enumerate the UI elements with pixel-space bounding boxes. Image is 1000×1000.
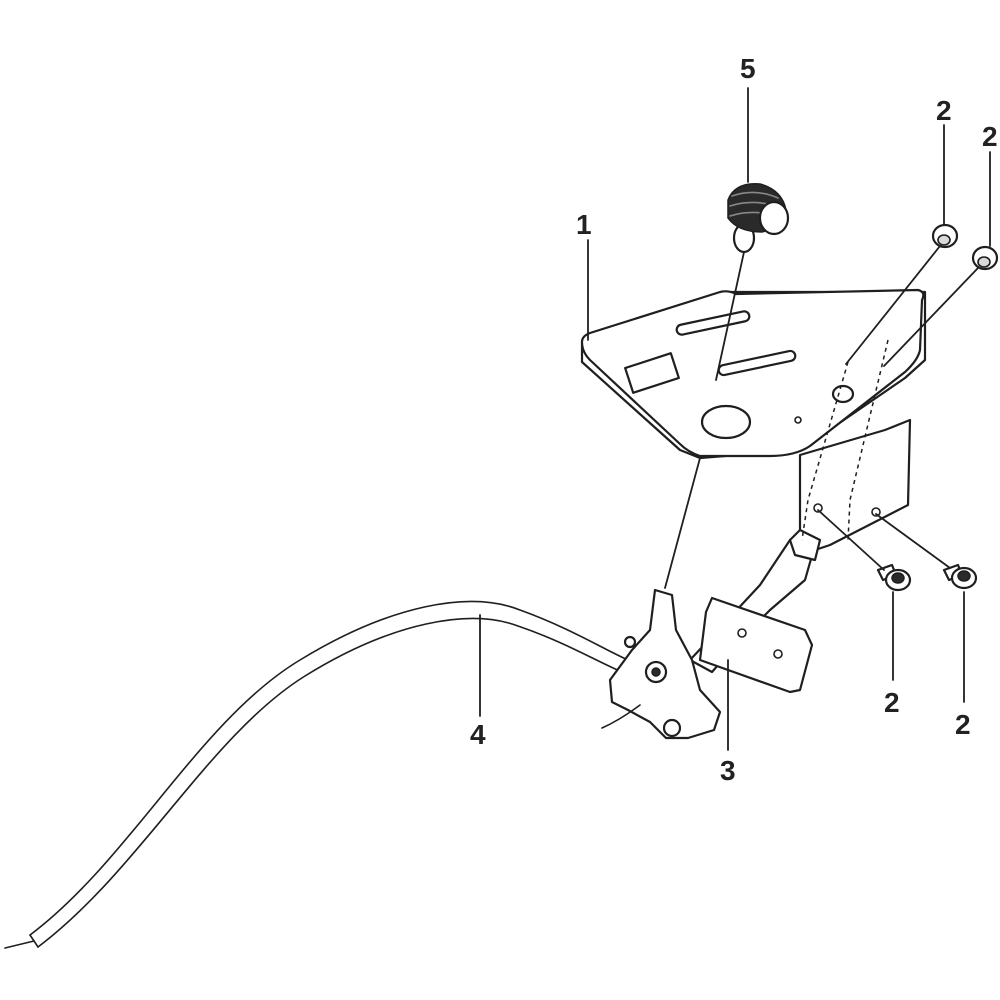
lever-roller: [662, 718, 682, 738]
assembly-line-plate-to-lever: [664, 457, 701, 589]
pedal-assembly: [601, 538, 817, 740]
assembly-line-bolt-bl: [817, 509, 885, 571]
plate-square-slot: [624, 352, 680, 394]
lever-bracket: [608, 588, 722, 740]
bolt-head-center: [977, 256, 991, 268]
bolt-head-center: [937, 234, 951, 246]
knob-part: [727, 183, 790, 254]
assembly-line-bolt-br: [875, 513, 951, 569]
knob-end-cap: [758, 200, 790, 236]
leader-lines: [479, 87, 991, 751]
bolt-head-center: [891, 572, 905, 584]
callout-bolt-bottom-right: 2: [955, 709, 971, 740]
callout-pedal: 3: [720, 755, 736, 786]
lever-pivot-inner: [651, 667, 661, 677]
support-bracket: [788, 418, 912, 562]
callout-labels: 1 5 2 2 2 2 3 4: [470, 53, 998, 786]
bracket-tab: [788, 528, 822, 562]
plate-long-slot-top: [675, 310, 751, 336]
callout-cable: 4: [470, 719, 486, 750]
lever-pin-left: [623, 635, 637, 649]
assembly-line-bolt-tr: [883, 267, 979, 367]
callout-plate: 1: [576, 209, 592, 240]
bolt-head-center: [957, 570, 971, 582]
plate-dashed-bolt-path-left: [801, 361, 849, 541]
assembly-line-bolt-tl: [845, 245, 941, 365]
callout-bolt-bottom-left: 2: [884, 687, 900, 718]
bolt-bottom-right: [942, 563, 978, 590]
bracket-hole-left: [813, 503, 823, 513]
pedal-hole-right: [773, 649, 783, 659]
bolt-top-left: [931, 223, 959, 249]
lever-spring: [601, 704, 641, 729]
cable-wire-tip: [4, 940, 35, 949]
callout-bolt-top-right: 2: [982, 121, 998, 152]
assembly-line-knob: [715, 251, 745, 381]
pedal-hole-left: [737, 628, 747, 638]
plate-top-face: [580, 288, 925, 458]
cable-part: [4, 600, 629, 949]
knob-ridge-1: [731, 191, 779, 199]
cable-inner-edge: [37, 617, 623, 948]
mounting-plate: [580, 288, 927, 541]
bracket-hole-right: [871, 507, 881, 517]
callout-bolt-top-left: 2: [936, 95, 952, 126]
bolt-top-right: [971, 245, 999, 271]
plate-small-hole: [831, 384, 855, 404]
cable-outer-edge: [29, 600, 629, 936]
plate-large-hole: [700, 404, 752, 440]
plate-tiny-hole: [794, 416, 802, 424]
pedal-foot-plate: [698, 596, 814, 694]
callout-knob: 5: [740, 53, 756, 84]
